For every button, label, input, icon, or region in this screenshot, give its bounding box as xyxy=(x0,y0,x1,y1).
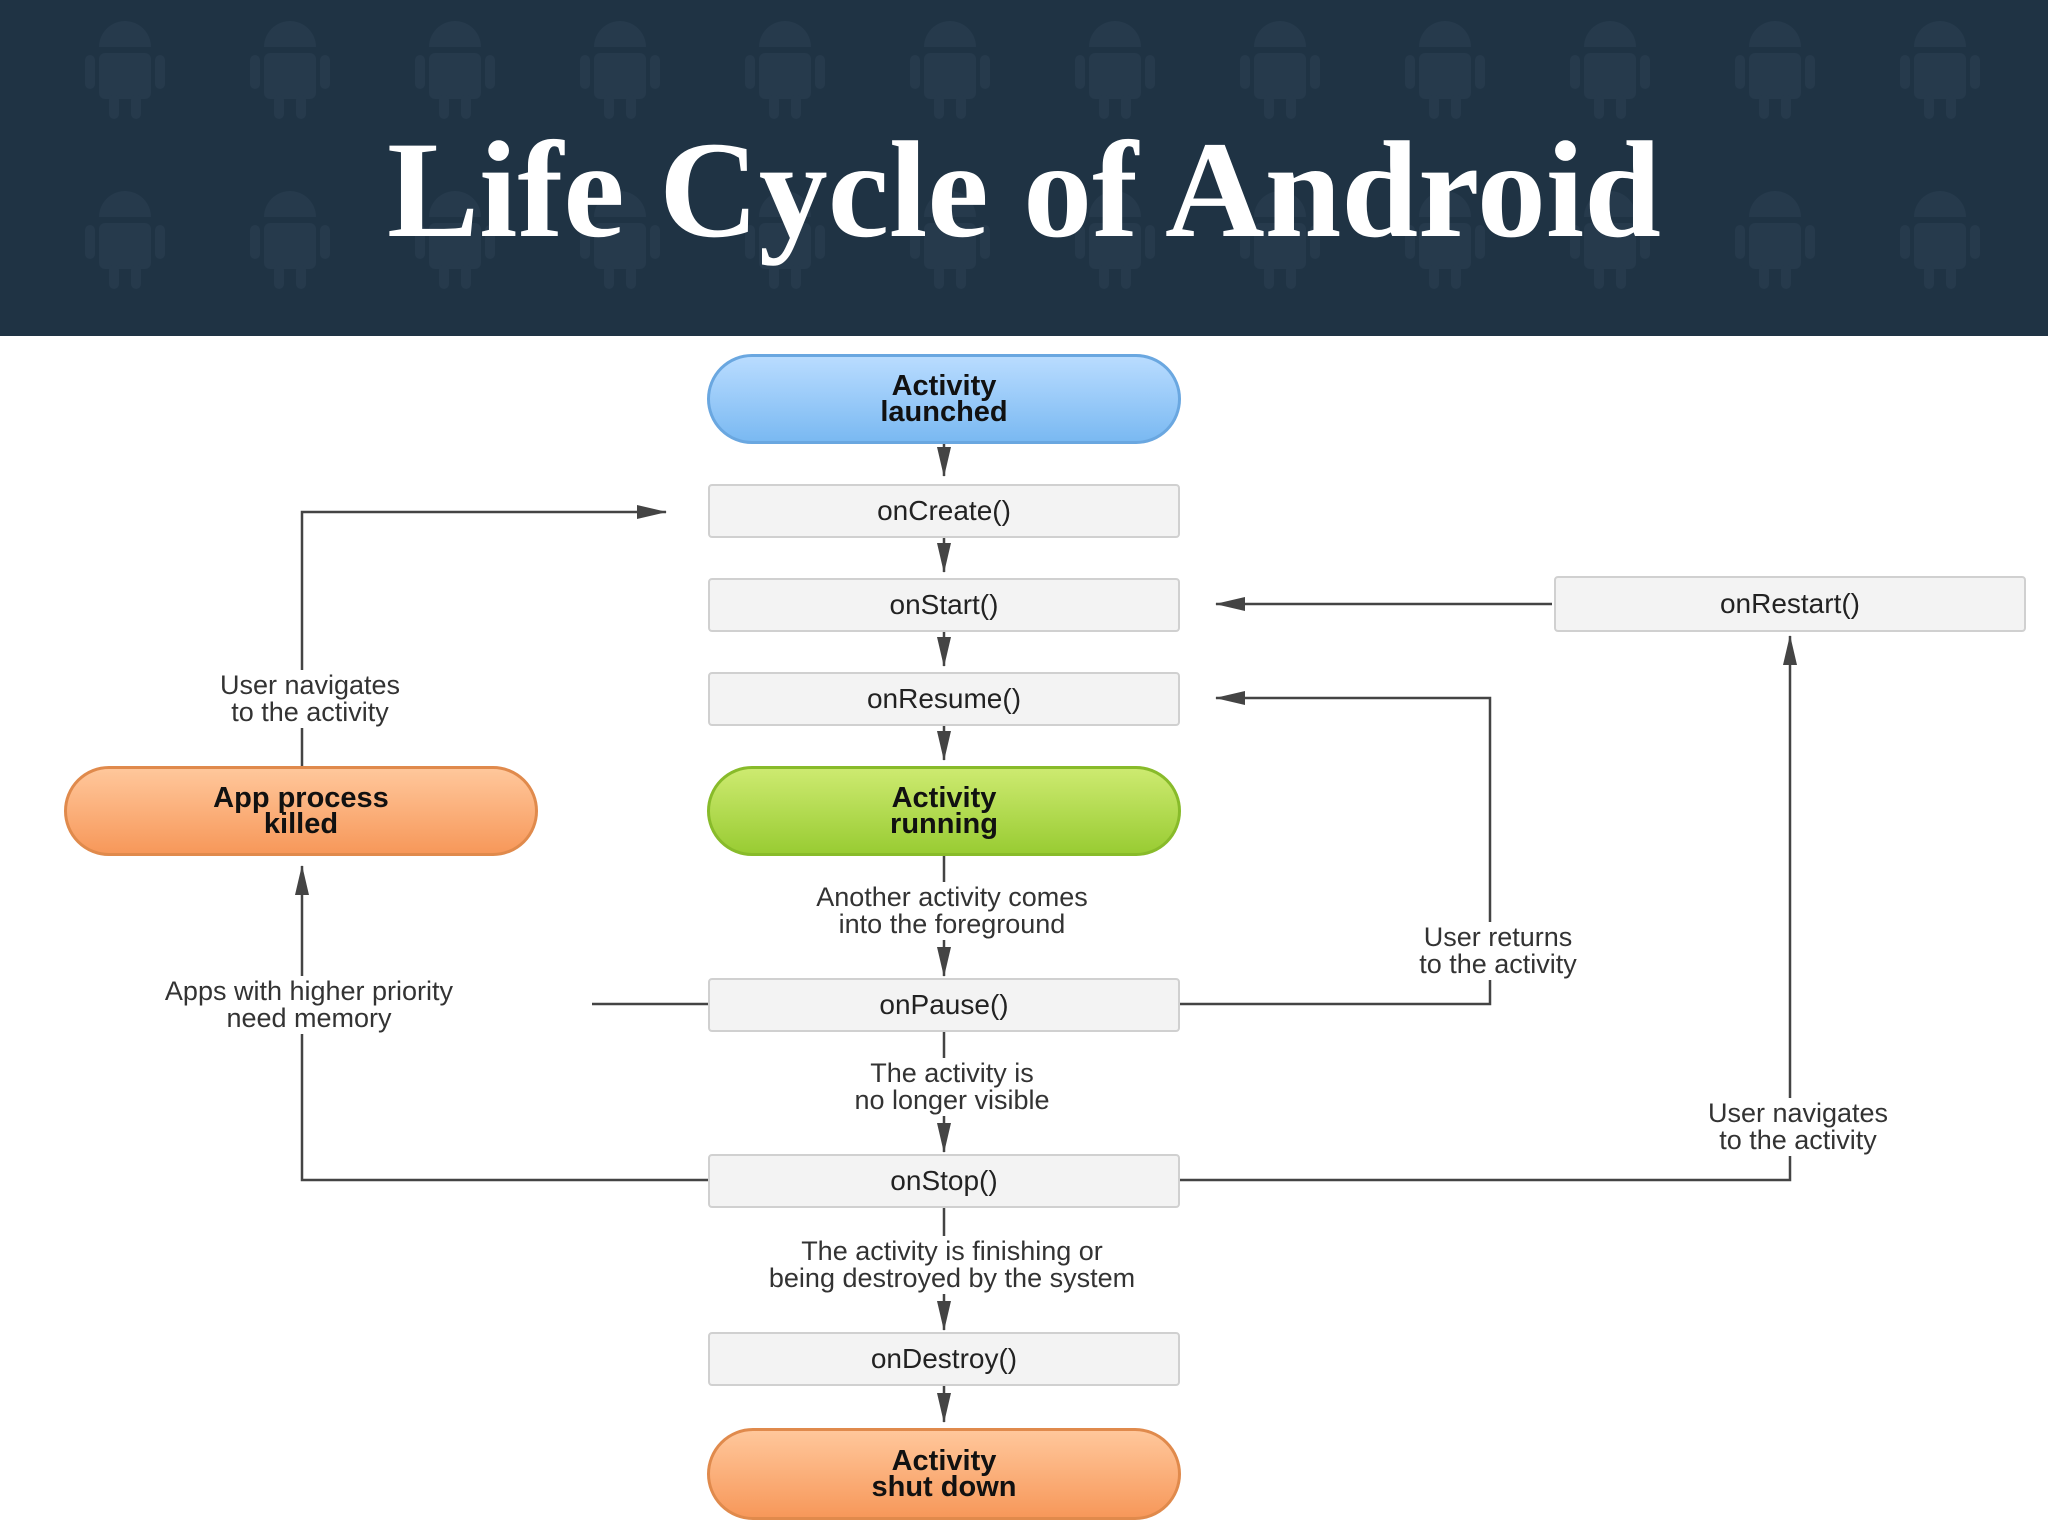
note-user-returns: User returns to the activity xyxy=(1332,922,1664,980)
arrow-killed-to-create xyxy=(300,505,667,856)
on-resume-node: onResume() xyxy=(708,672,1180,726)
activity-shut-down-node: Activity shut down xyxy=(707,1428,1181,1520)
slide-header: Life Cycle of Android xyxy=(0,0,2048,336)
note-finishing: The activity is finishing or being destr… xyxy=(600,1236,1304,1294)
activity-running-label: Activity running xyxy=(890,782,998,840)
on-restart-node: onRestart() xyxy=(1554,576,2026,632)
activity-launched-label: Activity launched xyxy=(880,370,1008,428)
app-process-killed-node: App process killed xyxy=(64,766,538,856)
on-start-node: onStart() xyxy=(708,578,1180,632)
note-user-navigates-left: User navigates to the activity xyxy=(140,670,480,728)
arrow-pause-to-resume xyxy=(1180,691,1492,1006)
arrow-stop-to-restart xyxy=(1180,635,1797,1182)
connector-lines xyxy=(295,444,1797,1423)
note-no-longer-visible: The activity is no longer visible xyxy=(758,1058,1146,1116)
lifecycle-diagram: Activity launched onCreate() onStart() o… xyxy=(0,336,2048,1536)
line-stop-to-killed xyxy=(300,1004,708,1182)
activity-running-node: Activity running xyxy=(707,766,1181,856)
slide-title: Life Cycle of Android xyxy=(387,113,1661,266)
on-create-node: onCreate() xyxy=(708,484,1180,538)
on-destroy-node: onDestroy() xyxy=(708,1332,1180,1386)
note-user-navigates-right: User navigates to the activity xyxy=(1612,1098,1984,1156)
on-pause-node: onPause() xyxy=(708,978,1180,1032)
on-stop-node: onStop() xyxy=(708,1154,1180,1208)
activity-shut-down-label: Activity shut down xyxy=(871,1445,1017,1503)
app-process-killed-label: App process killed xyxy=(213,782,389,840)
activity-launched-node: Activity launched xyxy=(707,354,1181,444)
note-higher-priority: Apps with higher priority need memory xyxy=(26,976,592,1034)
note-another-activity: Another activity comes into the foregrou… xyxy=(690,882,1214,940)
